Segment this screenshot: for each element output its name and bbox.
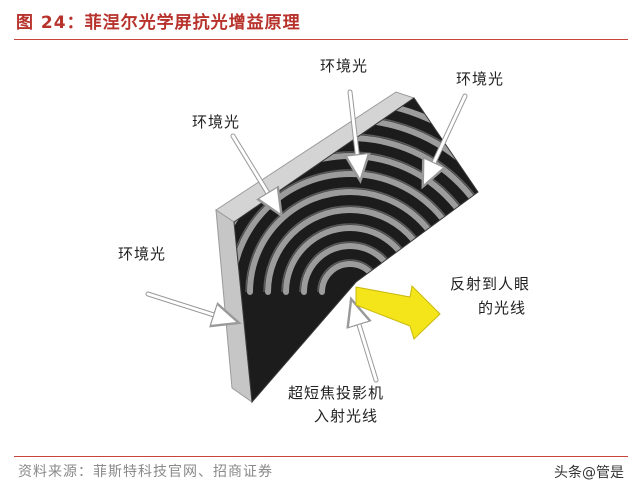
footer-divider (14, 456, 628, 457)
source-note: 资料来源：菲斯特科技官网、招商证券 (18, 464, 273, 480)
ambient-arrow-3 (424, 93, 468, 184)
reflected-light-arrow (355, 284, 441, 340)
label-ambient-upper-left: 环境光 (192, 113, 241, 131)
label-ambient-top: 环境光 (320, 57, 369, 75)
incident-light-arrow (352, 302, 379, 383)
label-incident-line2: 入射光线 (314, 407, 379, 425)
watermark: 头条@管是 (554, 465, 624, 481)
title-divider (14, 39, 628, 40)
ambient-arrow-2 (350, 89, 360, 178)
label-reflected-line2: 的光线 (478, 299, 527, 317)
label-reflected-line1: 反射到人眼 (450, 275, 531, 293)
label-incident-line1: 超短焦投影机 (288, 384, 385, 402)
ambient-arrow-4 (145, 291, 236, 322)
figure-title: 图 24：菲涅尔光学屏抗光增益原理 (16, 13, 301, 33)
label-ambient-left: 环境光 (118, 245, 167, 263)
ambient-arrow-1 (230, 133, 280, 213)
label-ambient-right: 环境光 (456, 70, 505, 88)
ambient-light-arrows (145, 89, 468, 383)
